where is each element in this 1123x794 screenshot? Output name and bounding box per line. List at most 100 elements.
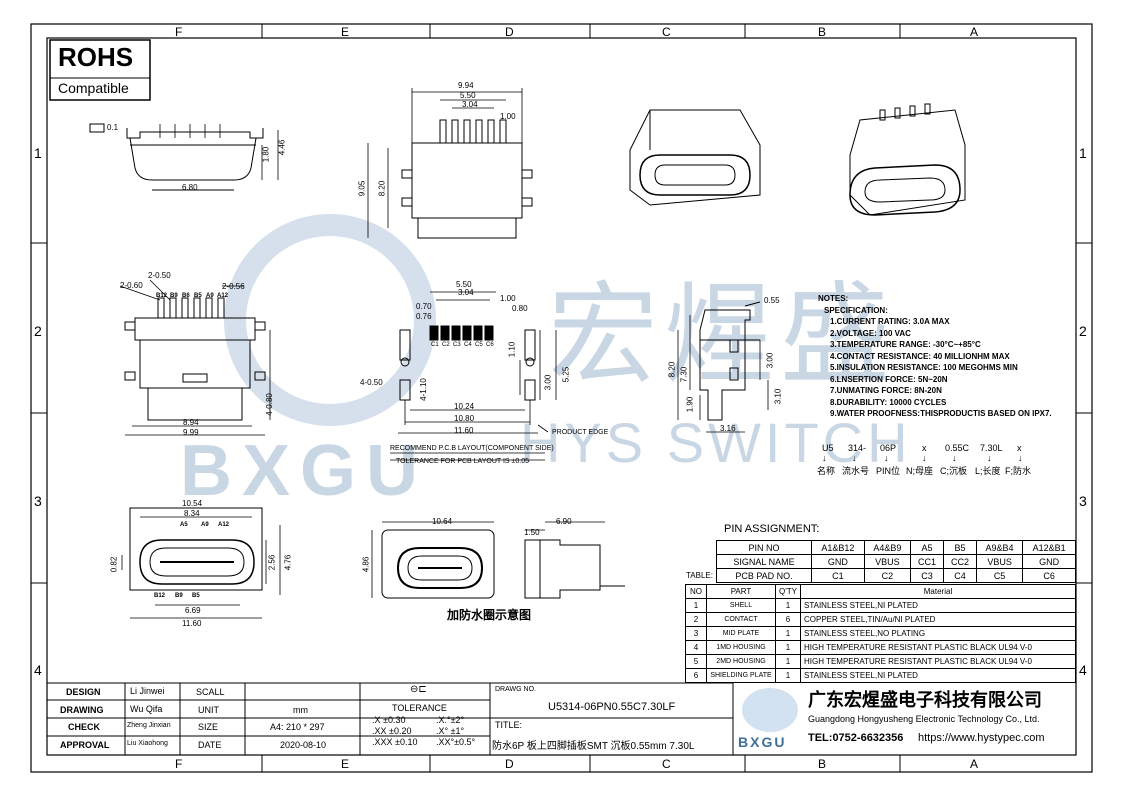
table-row: NO PART Q'TY Material — [685, 584, 1077, 599]
code-part: 7.30L — [980, 443, 1003, 453]
bom-cell: STAINLESS STEEL,NI PLATED — [799, 668, 1077, 683]
tolerance-angular: .X.°±2° — [436, 715, 465, 725]
bom-cell: 6 — [685, 668, 707, 683]
table-row: SIGNAL NAME GND VBUS CC1 CC2 VBUS GND — [716, 554, 1076, 569]
code-desc: F;防水 — [1005, 466, 1031, 476]
bom-cell: 1 — [775, 626, 801, 641]
dim-pcb-0-70: 0.70 — [416, 302, 432, 311]
col-label-b-bottom: B — [818, 757, 827, 771]
dim-pcb-1-10: 1.10 — [507, 341, 517, 358]
dim-sink-7-30: 7.30 — [679, 366, 689, 383]
bom-header-cell: PART — [706, 584, 776, 599]
dim-pcb-1-00: 1.00 — [500, 294, 516, 303]
note-item: 7.UNMATING FORCE: 8N-20N — [830, 386, 942, 395]
notes-spec: SPECIFICATION: — [824, 305, 888, 315]
row-label-4-right: 4 — [1079, 662, 1087, 678]
check-name: Zheng Jinxian — [127, 722, 171, 729]
bom-cell: 6 — [775, 612, 801, 627]
pad-c3: C3 — [453, 342, 461, 348]
table-row: PIN NO A1&B12 A4&B9 A5 B5 A9&B4 A12&B1 — [716, 540, 1076, 555]
scale-label: SCALL — [196, 687, 225, 697]
drawing-title: 防水6P 板上四脚插板SMT 沉板0.55mm 7.30L — [492, 741, 695, 752]
dim-2-056: 2-0.56 — [222, 282, 245, 291]
dim-1-80: 1.80 — [261, 146, 271, 163]
date-label: DATE — [198, 740, 222, 750]
front-view-pins — [119, 279, 271, 436]
code-desc: C;沉板 — [940, 466, 968, 476]
dim-sink-0-55: 0.55 — [764, 296, 780, 305]
note-item: 2.VOLTAGE: 100 VAC — [830, 328, 911, 338]
rohs-subtitle: Compatible — [58, 80, 129, 96]
drawing-no-label: DRAWG NO. — [495, 686, 536, 693]
pin-header-cell: B5 — [942, 540, 977, 555]
pad-cell: C3 — [910, 568, 944, 583]
tolerance-linear: .XXX ±0.10 — [372, 737, 418, 747]
drawing-number: U5314-06PN0.55C7.30LF — [548, 701, 676, 713]
dim-sink-8-20: 8.20 — [667, 361, 677, 378]
dim-2-060: 2-0.60 — [120, 281, 143, 290]
dim-pcb-4-110: 4-1.10 — [418, 378, 428, 401]
dim-front-8-34: 8.34 — [184, 509, 200, 518]
dim-pcb-3-00: 3.00 — [543, 374, 553, 391]
note-item: 8.DURABILITY: 10000 CYCLES — [830, 397, 947, 407]
dim-6-80: 6.80 — [182, 183, 198, 192]
side-view-top-left — [89, 123, 279, 191]
approval-label: APPROVAL — [60, 740, 110, 750]
pin-header-cell: A9&B4 — [975, 540, 1024, 555]
product-edge-label: PRODUCT EDGE — [552, 429, 609, 436]
col-label-c-bottom: C — [662, 757, 671, 771]
pin-front-b5: B5 — [192, 593, 200, 599]
col-label-a: A — [970, 25, 979, 39]
signal-cell: GND — [811, 554, 865, 569]
iso-view-right — [849, 103, 966, 216]
pin-assignment-table: PIN NO A1&B12 A4&B9 A5 B5 A9&B4 A12&B1 S… — [716, 540, 1076, 583]
dim-front-10-54: 10.54 — [182, 499, 203, 508]
note-item: 5.INSULATION RESISTANCE: 100 MEGOHMS MIN — [830, 363, 1018, 372]
inner-border — [46, 37, 1077, 756]
code-arrow-icon: ↓ — [922, 453, 927, 463]
bom-header-cell: Q'TY — [775, 584, 801, 599]
dim-front-6-69: 6.69 — [185, 606, 201, 615]
pad-cell: C5 — [975, 568, 1024, 583]
tolerance-angular: .X° ±1° — [436, 726, 465, 736]
tolerance-angular: .XX°±0.5° — [436, 737, 476, 747]
col-label-c: C — [662, 25, 671, 39]
dim-front-2-56: 2.56 — [267, 554, 277, 571]
row-label-2-right: 2 — [1079, 323, 1087, 339]
approval-name: Liu Xiaohong — [127, 740, 168, 747]
company-name-cn: 广东宏煋盛电子科技有限公司 — [808, 690, 1042, 710]
dim-9-94: 9.94 — [458, 81, 474, 90]
waterproof-ring-view — [371, 521, 495, 599]
unit-value: mm — [293, 705, 308, 715]
code-part: 06P — [880, 443, 897, 453]
col-label-b: B — [818, 25, 827, 39]
bom-cell: 2 — [685, 612, 707, 627]
row-label-4: 4 — [34, 662, 42, 678]
bom-cell: COPPER STEEL,TIN/Au/NI PLATED — [799, 612, 1077, 627]
bom-cell: 5 — [685, 654, 707, 669]
note-item: 1.CURRENT RATING: 3.0A MAX — [830, 317, 950, 326]
tolerance-label: TOLERANCE — [392, 703, 447, 713]
pin-header-cell: A1&B12 — [811, 540, 865, 555]
pcb-layout-label: RECOMMEND P.C.B LAYOUT(COMPONENT SIDE) — [390, 445, 554, 452]
code-part: x — [922, 443, 927, 453]
front-view-bottom — [121, 507, 281, 619]
tolerance-linear: .X ±0.30 — [372, 715, 406, 725]
bom-cell: 1 — [775, 598, 801, 613]
outer-border — [30, 23, 1093, 773]
bom-cell: 3 — [685, 626, 707, 641]
drawing-label: DRAWING — [60, 705, 104, 715]
row-label-1: 1 — [34, 145, 42, 161]
watermark-swirl — [224, 214, 436, 426]
dim-5-50: 5.50 — [460, 91, 476, 100]
dim-pcb-11-60: 11.60 — [454, 426, 474, 435]
dim-pcb-0-80: 0.80 — [512, 304, 528, 313]
pin-header-cell: PIN NO — [716, 540, 812, 555]
bom-cell: SHIELDING PLATE — [706, 668, 776, 683]
note-item: 3.TEMPERATURE RANGE: -30°C~+85°C — [830, 340, 981, 349]
company-website[interactable]: https://www.hystypec.com — [918, 732, 1045, 744]
